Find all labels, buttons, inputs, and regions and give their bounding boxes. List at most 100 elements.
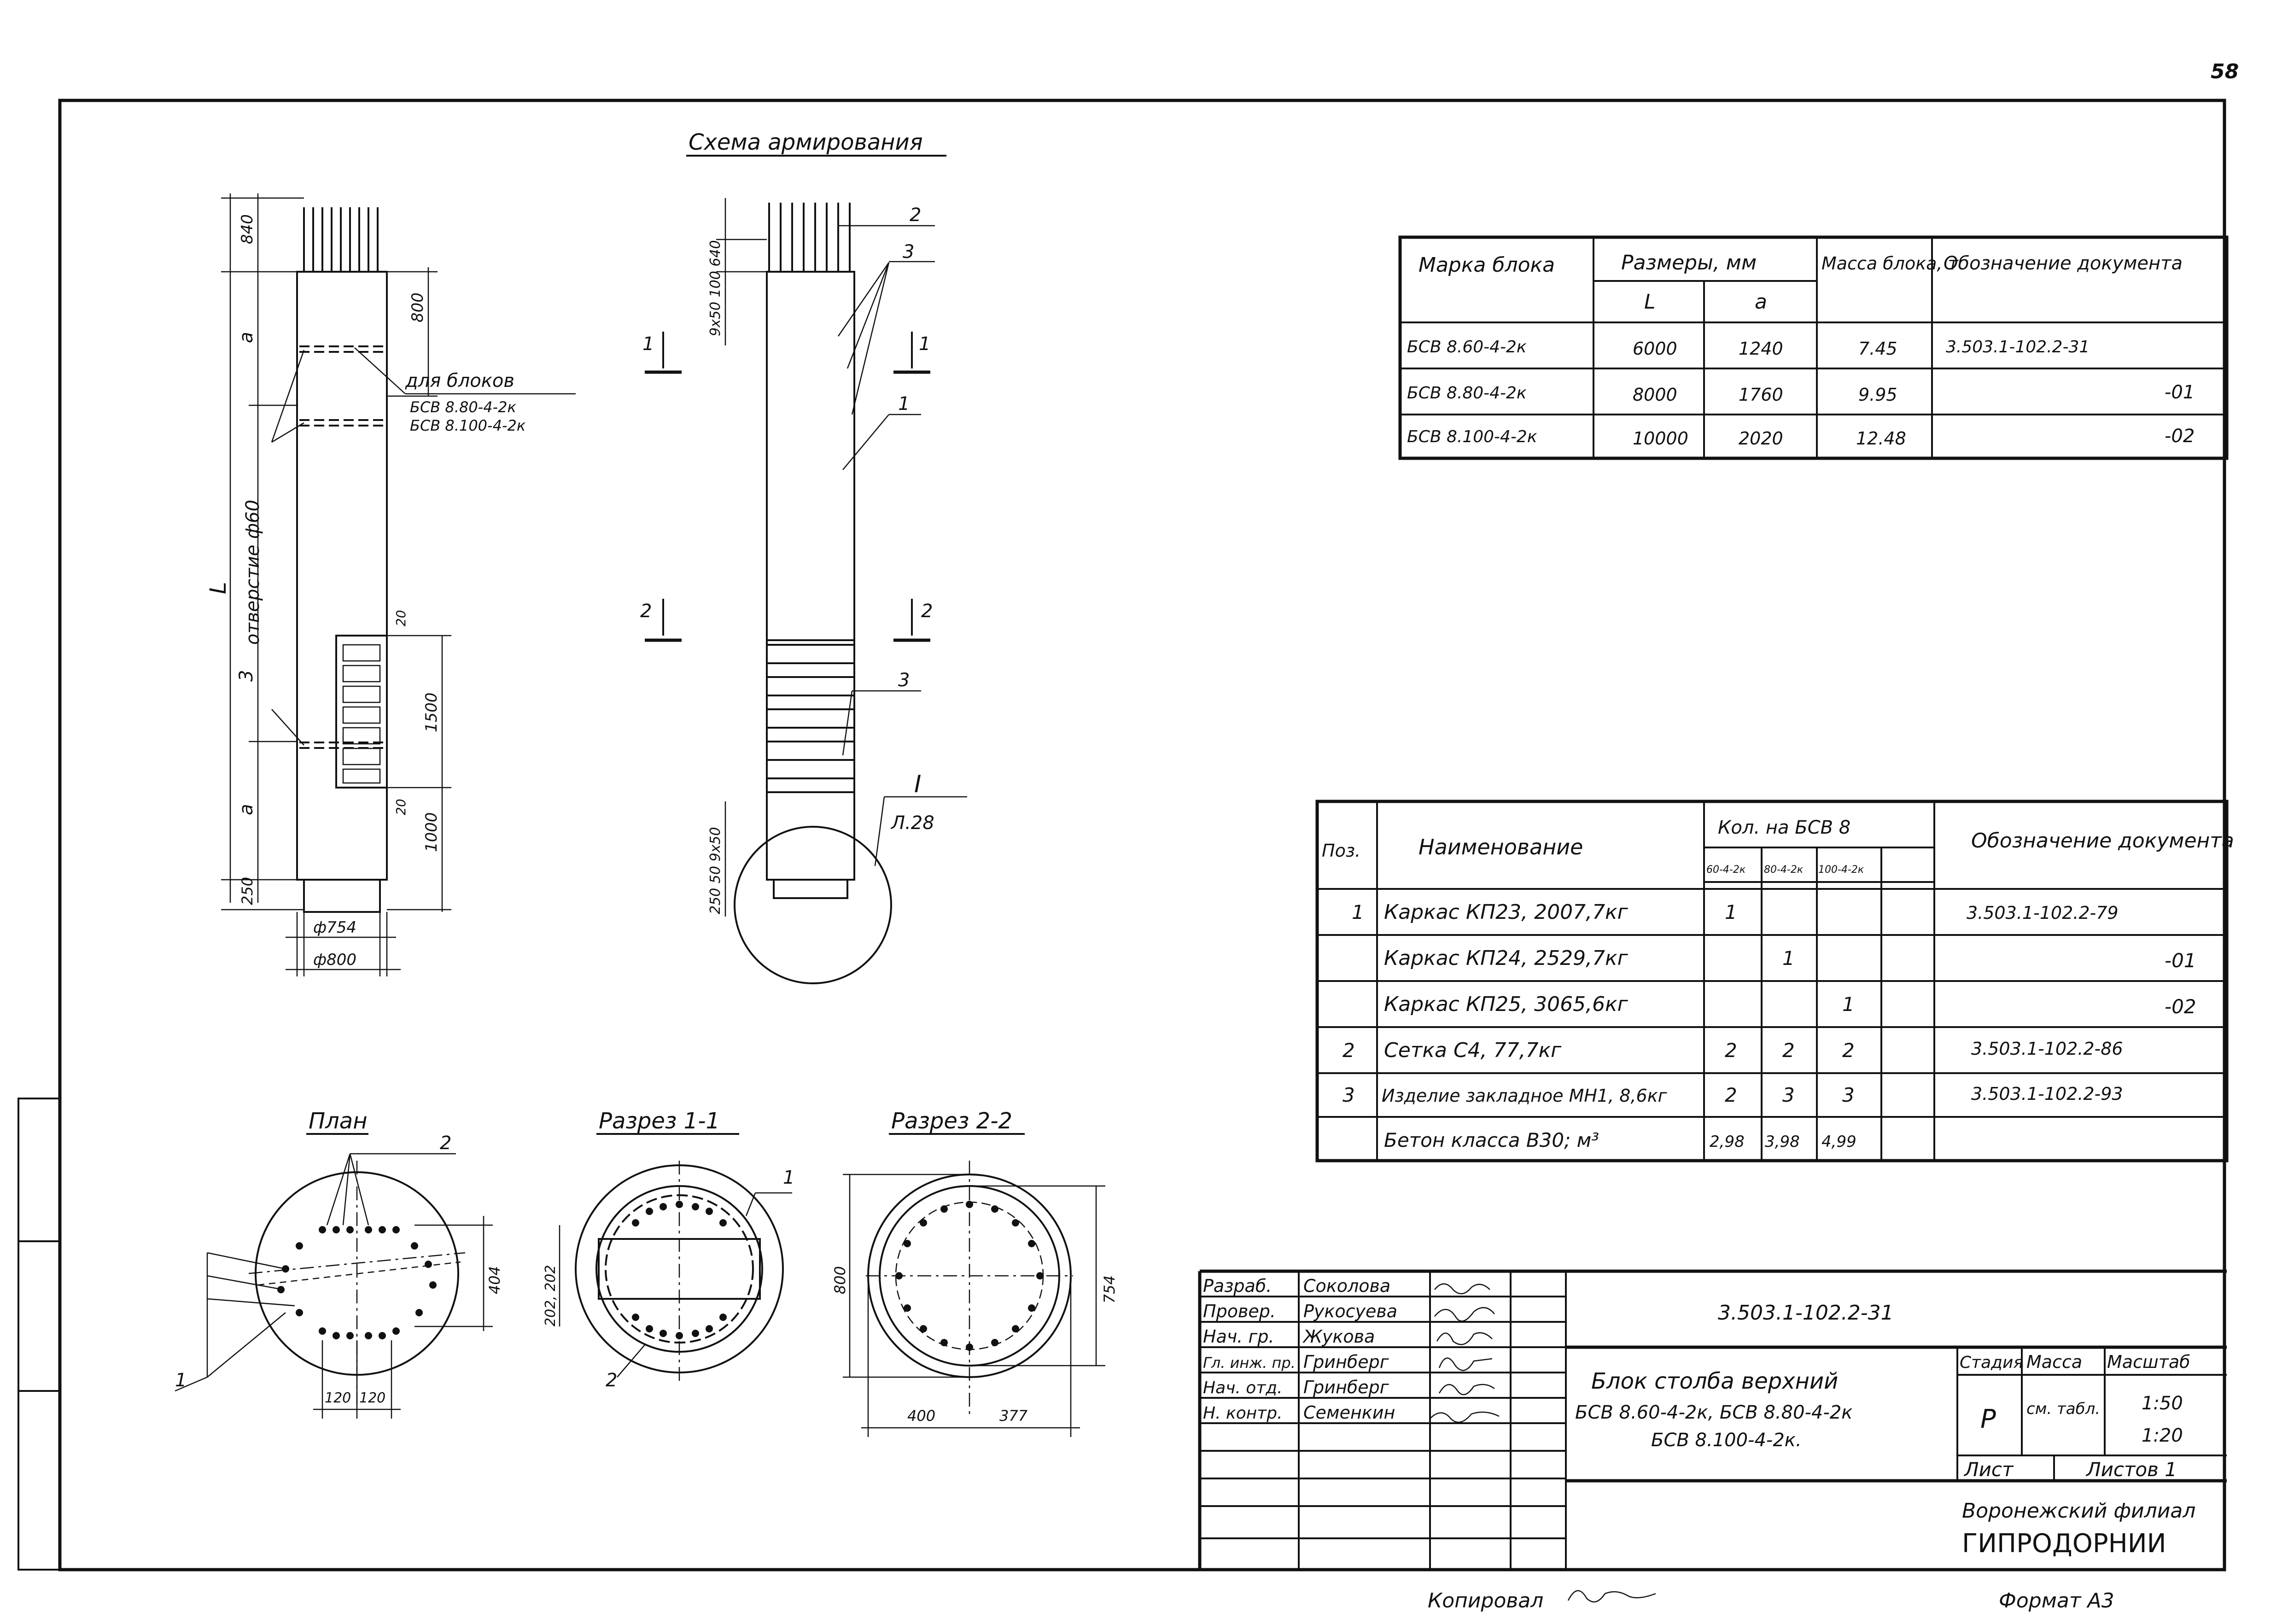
blocks-r0-L: 6000	[1633, 339, 1677, 359]
dim-20-b: 20	[393, 799, 409, 815]
spec-r3-name: Сетка С4, 77,7кг	[1384, 1039, 1562, 1062]
spec-r1-doc: -01	[2165, 949, 2196, 972]
tb-scale-header: Масштаб	[2107, 1352, 2190, 1372]
spec-r3-pos: 2	[1343, 1039, 1355, 1062]
blocks-header-doc: Обозначение документа	[1944, 253, 2183, 274]
plan-view: План	[175, 1108, 503, 1419]
spec-table: Поз. Наименование Кол. на БСВ 8 Обозначе…	[1315, 800, 2234, 1163]
section11-label-2: 2	[606, 1370, 617, 1391]
scheme-label-1: 1	[898, 393, 910, 415]
blocks-table: Марка блока Размеры, мм Масса блока, т О…	[1398, 235, 2229, 460]
spec-r4-q2: 3	[1782, 1084, 1795, 1106]
section11-label-1: 1	[783, 1167, 794, 1188]
plan-dim-120a: 120	[325, 1390, 351, 1406]
blocks-r1-doc: -01	[2165, 382, 2195, 403]
spec-r4-pos: 3	[1343, 1084, 1355, 1106]
spec-r4-q1: 2	[1725, 1084, 1737, 1106]
tb-mass: см. табл.	[2026, 1400, 2100, 1418]
blocks-r1-a: 1760	[1739, 385, 1783, 405]
spec-r3-q3: 2	[1842, 1039, 1855, 1062]
plan-dim-404: 404	[486, 1266, 503, 1294]
footer-copied: Копировал	[1428, 1589, 1543, 1612]
spec-r2-q3: 1	[1842, 993, 1855, 1016]
hole-label: отверстие ф60	[242, 500, 263, 645]
spec-sub-60: 60-4-2к	[1706, 864, 1746, 876]
note-line2: БСВ 8.80-4-2к	[410, 398, 516, 416]
blocks-r0-doc: 3.503.1-102.2-31	[1946, 338, 2090, 356]
tb-stage-header: Стадия	[1960, 1353, 2023, 1372]
dim-20-a: 20	[393, 610, 409, 626]
tb-name-4: Гринберг	[1303, 1377, 1389, 1397]
tb-role-5: Н. контр.	[1203, 1404, 1283, 1423]
top-rebars	[303, 207, 379, 272]
tb-name-line3: БСВ 8.100-4-2к.	[1651, 1430, 1802, 1451]
tb-role-3: Гл. инж. пр.	[1203, 1354, 1296, 1372]
blocks-r1-L: 8000	[1633, 385, 1677, 405]
tb-org-line2: ГИПРОДОРНИИ	[1962, 1529, 2166, 1559]
tb-stage: Р	[1980, 1404, 1996, 1434]
right-dimensions	[387, 267, 451, 912]
spec-r3-q2: 2	[1782, 1039, 1795, 1062]
note-line3: БСВ 8.100-4-2к	[410, 417, 526, 434]
section11-bars	[632, 1201, 727, 1339]
spec-r0-q1: 1	[1725, 901, 1737, 923]
blocks-r1-mass: 9.95	[1858, 385, 1897, 405]
note-line1: для блоков	[405, 370, 514, 391]
spec-header-doc: Обозначение документа	[1971, 829, 2234, 853]
scheme-bands	[766, 644, 855, 761]
blocks-header-mass: Масса блока, т	[1821, 253, 1959, 274]
scheme-top-dims: 9х50 100 640	[707, 240, 724, 336]
section-2-right: 2	[921, 601, 933, 622]
spec-r5-q2: 3,98	[1765, 1133, 1800, 1151]
blocks-r2-mass: 12.48	[1856, 428, 1906, 449]
blocks-r2-mark: БСВ 8.100-4-2к	[1407, 427, 1537, 446]
section-1-right: 1	[919, 333, 930, 355]
section-2-left: 2	[640, 601, 652, 622]
plan-label-2: 2	[440, 1133, 451, 1154]
tb-sheets-label: Листов 1	[2085, 1458, 2177, 1481]
scheme-label-3b: 3	[898, 670, 910, 691]
plan-label-1: 1	[175, 1370, 187, 1391]
section22-dim-800: 800	[831, 1266, 849, 1294]
dim-L: L	[205, 582, 231, 594]
section22-dim-400: 400	[907, 1407, 935, 1425]
elevation-view: 840 a L отверстие ф60 3 a 250 800 20 150…	[205, 193, 576, 976]
blocks-r0-mark: БСВ 8.60-4-2к	[1407, 338, 1527, 356]
section22-title: Разрез 2-2	[891, 1108, 1012, 1134]
embedded-plates	[342, 644, 381, 784]
tb-name-line2: БСВ 8.60-4-2к, БСВ 8.80-4-2к	[1575, 1402, 1852, 1423]
spec-header-name: Наименование	[1418, 835, 1583, 859]
spec-r4-q3: 3	[1842, 1084, 1855, 1106]
spec-r2-doc: -02	[2165, 995, 2196, 1018]
tb-name-2: Жукова	[1302, 1326, 1375, 1347]
spec-sub-100: 100-4-2к	[1818, 864, 1864, 876]
spec-r1-name: Каркас КП24, 2529,7кг	[1384, 946, 1629, 970]
blocks-header-sizes: Размеры, мм	[1621, 251, 1757, 275]
spec-r3-q1: 2	[1725, 1039, 1737, 1062]
tb-mass-header: Масса	[2026, 1352, 2082, 1372]
tb-role-0: Разраб.	[1203, 1276, 1272, 1296]
tb-doc-number: 3.503.1-102.2-31	[1718, 1301, 1894, 1325]
section11-dim-202: 202, 202	[543, 1265, 559, 1326]
section-marks	[645, 332, 930, 642]
plan-title: План	[309, 1108, 368, 1134]
spec-sub-80: 80-4-2к	[1764, 864, 1804, 876]
tb-scale1: 1:50	[2142, 1393, 2183, 1414]
tb-name-0: Соколова	[1303, 1276, 1390, 1296]
scheme-label-2: 2	[910, 204, 921, 226]
spec-r1-q2: 1	[1782, 947, 1795, 970]
footer-format: Формат А3	[1999, 1589, 2114, 1612]
spec-r4-doc: 3.503.1-102.2-93	[1971, 1084, 2123, 1104]
dim-800-top: 800	[409, 292, 427, 322]
dia-800: ф800	[313, 951, 356, 969]
blocks-r2-a: 2020	[1739, 428, 1783, 449]
section-2-2: Разрез 2-2 800	[831, 1108, 1118, 1437]
blocks-r1-mark: БСВ 8.80-4-2к	[1407, 384, 1527, 403]
section-1-1: Разрез 1-1 1 2 202, 202	[543, 1108, 794, 1391]
spec-header-qty: Кол. на БСВ 8	[1718, 817, 1850, 838]
signatures	[1430, 1283, 1500, 1423]
binding-strip	[18, 1098, 61, 1571]
dim-1000: 1000	[422, 812, 441, 852]
dim-3: 3	[236, 670, 257, 682]
